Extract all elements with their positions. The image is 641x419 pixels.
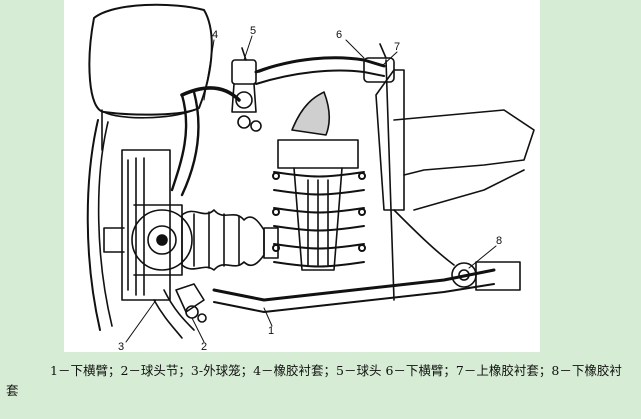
tire bbox=[86, 3, 213, 331]
label-8: 8 bbox=[496, 235, 503, 247]
label-4: 4 bbox=[212, 29, 219, 41]
lower-arm bbox=[212, 209, 521, 313]
upper-arm bbox=[254, 43, 395, 85]
figure-caption: 1－下横臂；2－球头节；3-外球笼；4－橡胶衬套；5－球头 6－下横臂；7－上橡… bbox=[6, 363, 622, 398]
wheel-hub bbox=[103, 149, 193, 301]
shock-absorber bbox=[277, 91, 359, 271]
label-6: 6 bbox=[336, 29, 343, 41]
upper-ball-joint bbox=[231, 47, 271, 132]
coil-spring bbox=[272, 171, 366, 268]
cv-boot bbox=[181, 209, 279, 271]
suspension-drawing bbox=[86, 3, 535, 343]
label-5: 5 bbox=[250, 25, 257, 37]
steering-knuckle bbox=[153, 86, 241, 339]
label-2: 2 bbox=[201, 341, 208, 353]
label-7: 7 bbox=[394, 41, 401, 53]
suspension-diagram: 1 2 3 4 5 6 7 8 bbox=[64, 0, 540, 353]
label-3: 3 bbox=[118, 341, 125, 353]
label-1: 1 bbox=[268, 325, 275, 337]
leader-lines bbox=[125, 35, 497, 343]
body-bracket bbox=[375, 59, 535, 301]
